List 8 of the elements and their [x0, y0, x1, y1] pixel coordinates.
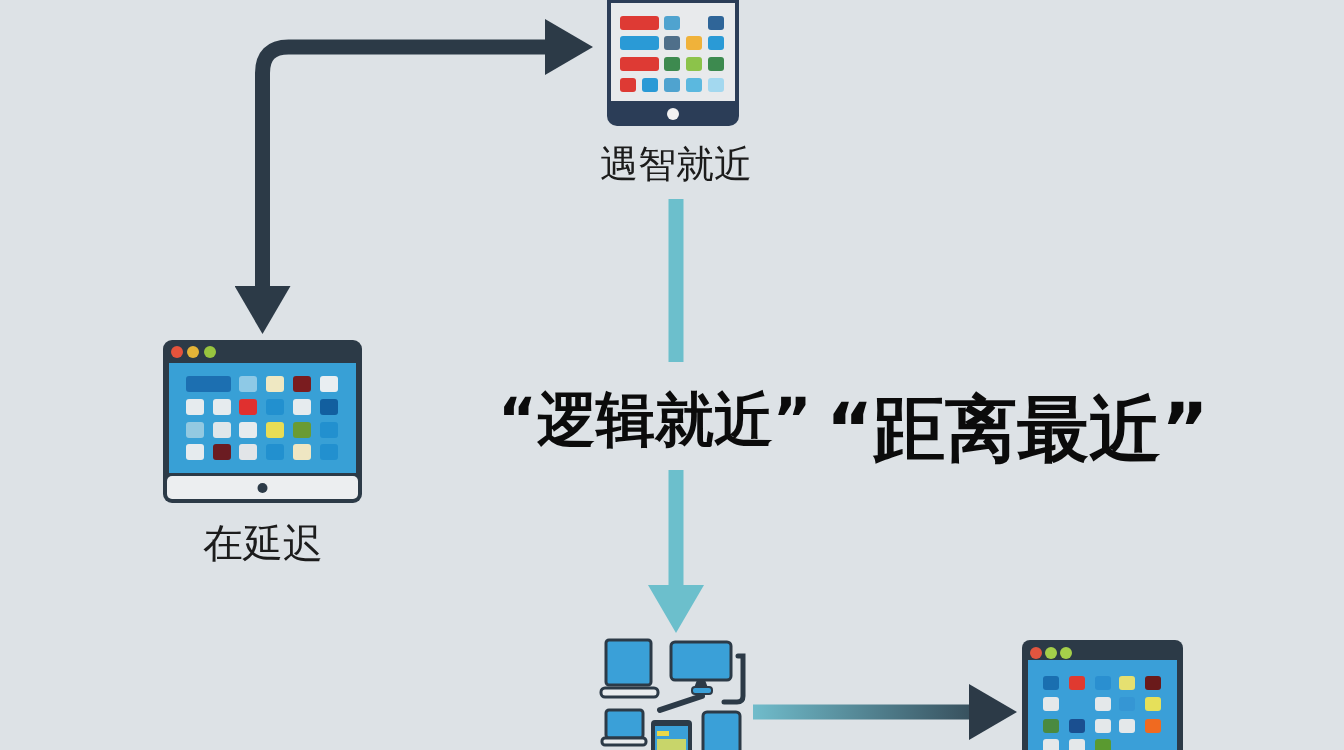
arrow: [648, 199, 704, 633]
arrow: [234, 19, 593, 334]
device-label: 遇智就近: [600, 144, 752, 186]
browser-window-icon: [1020, 638, 1185, 750]
slogan-text: “逻辑就近”: [498, 390, 812, 449]
arrow: [753, 684, 1017, 740]
slogan-text: “距离最近”: [826, 393, 1209, 465]
device-label: 在延迟: [202, 521, 323, 565]
